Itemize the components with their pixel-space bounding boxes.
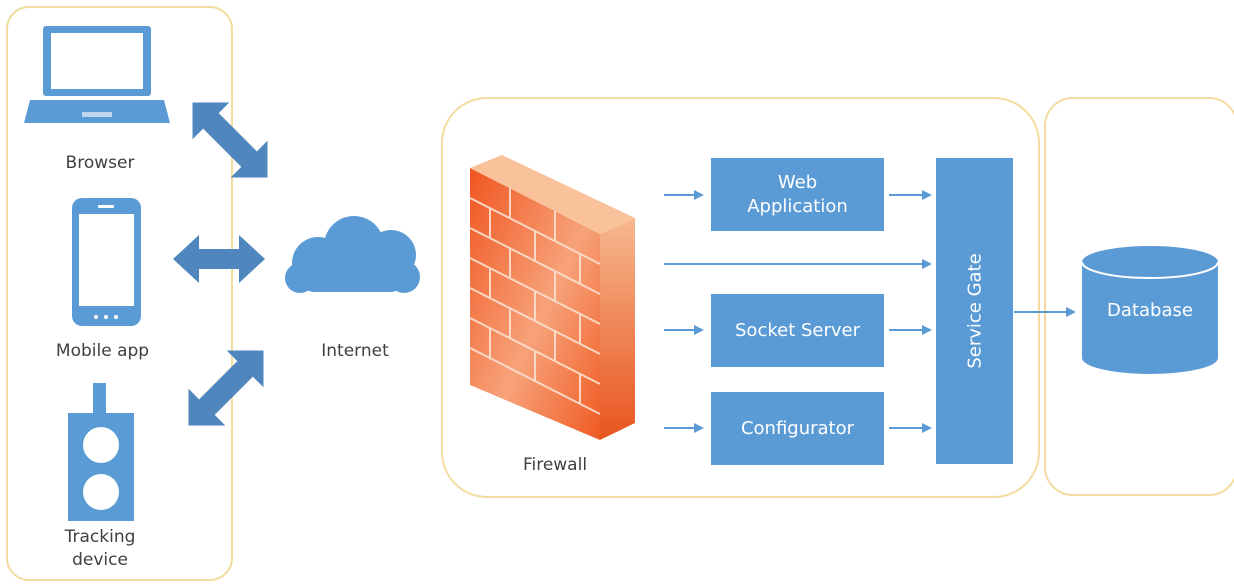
service-gate-label: Service Gate [964,253,985,369]
firewall-label: Firewall [522,455,588,475]
web-application-box: Web Application [711,158,884,231]
database-icon [1081,246,1219,374]
mobile-phone-icon [72,198,141,326]
database-group [1044,97,1234,496]
browser-internet-arrow [192,102,268,178]
tracker-internet-arrow [188,350,264,426]
web-application-label-line2: Application [747,195,848,217]
internet-cloud-icon [285,216,420,293]
backend-group [441,97,1040,498]
tracking-device-icon [68,383,134,521]
database-label: Database [1107,300,1193,321]
tracking-device-label-line1: Tracking [64,527,136,547]
laptop-icon [24,26,170,123]
socket-server-box: Socket Server [711,294,884,367]
clients-group [6,6,233,581]
mobile-app-label: Mobile app [55,341,150,361]
web-application-label-line1: Web [777,172,818,194]
mobile-internet-arrow [173,235,265,283]
firewall-icon [469,155,635,440]
tracking-device-label-line2: device [72,549,128,570]
configurator-box: Configurator [711,392,884,465]
tracking-device-label: Tracking device [45,526,155,572]
browser-label: Browser [65,153,135,173]
internet-label: Internet [321,341,389,361]
service-gate-box: Service Gate [936,158,1013,464]
